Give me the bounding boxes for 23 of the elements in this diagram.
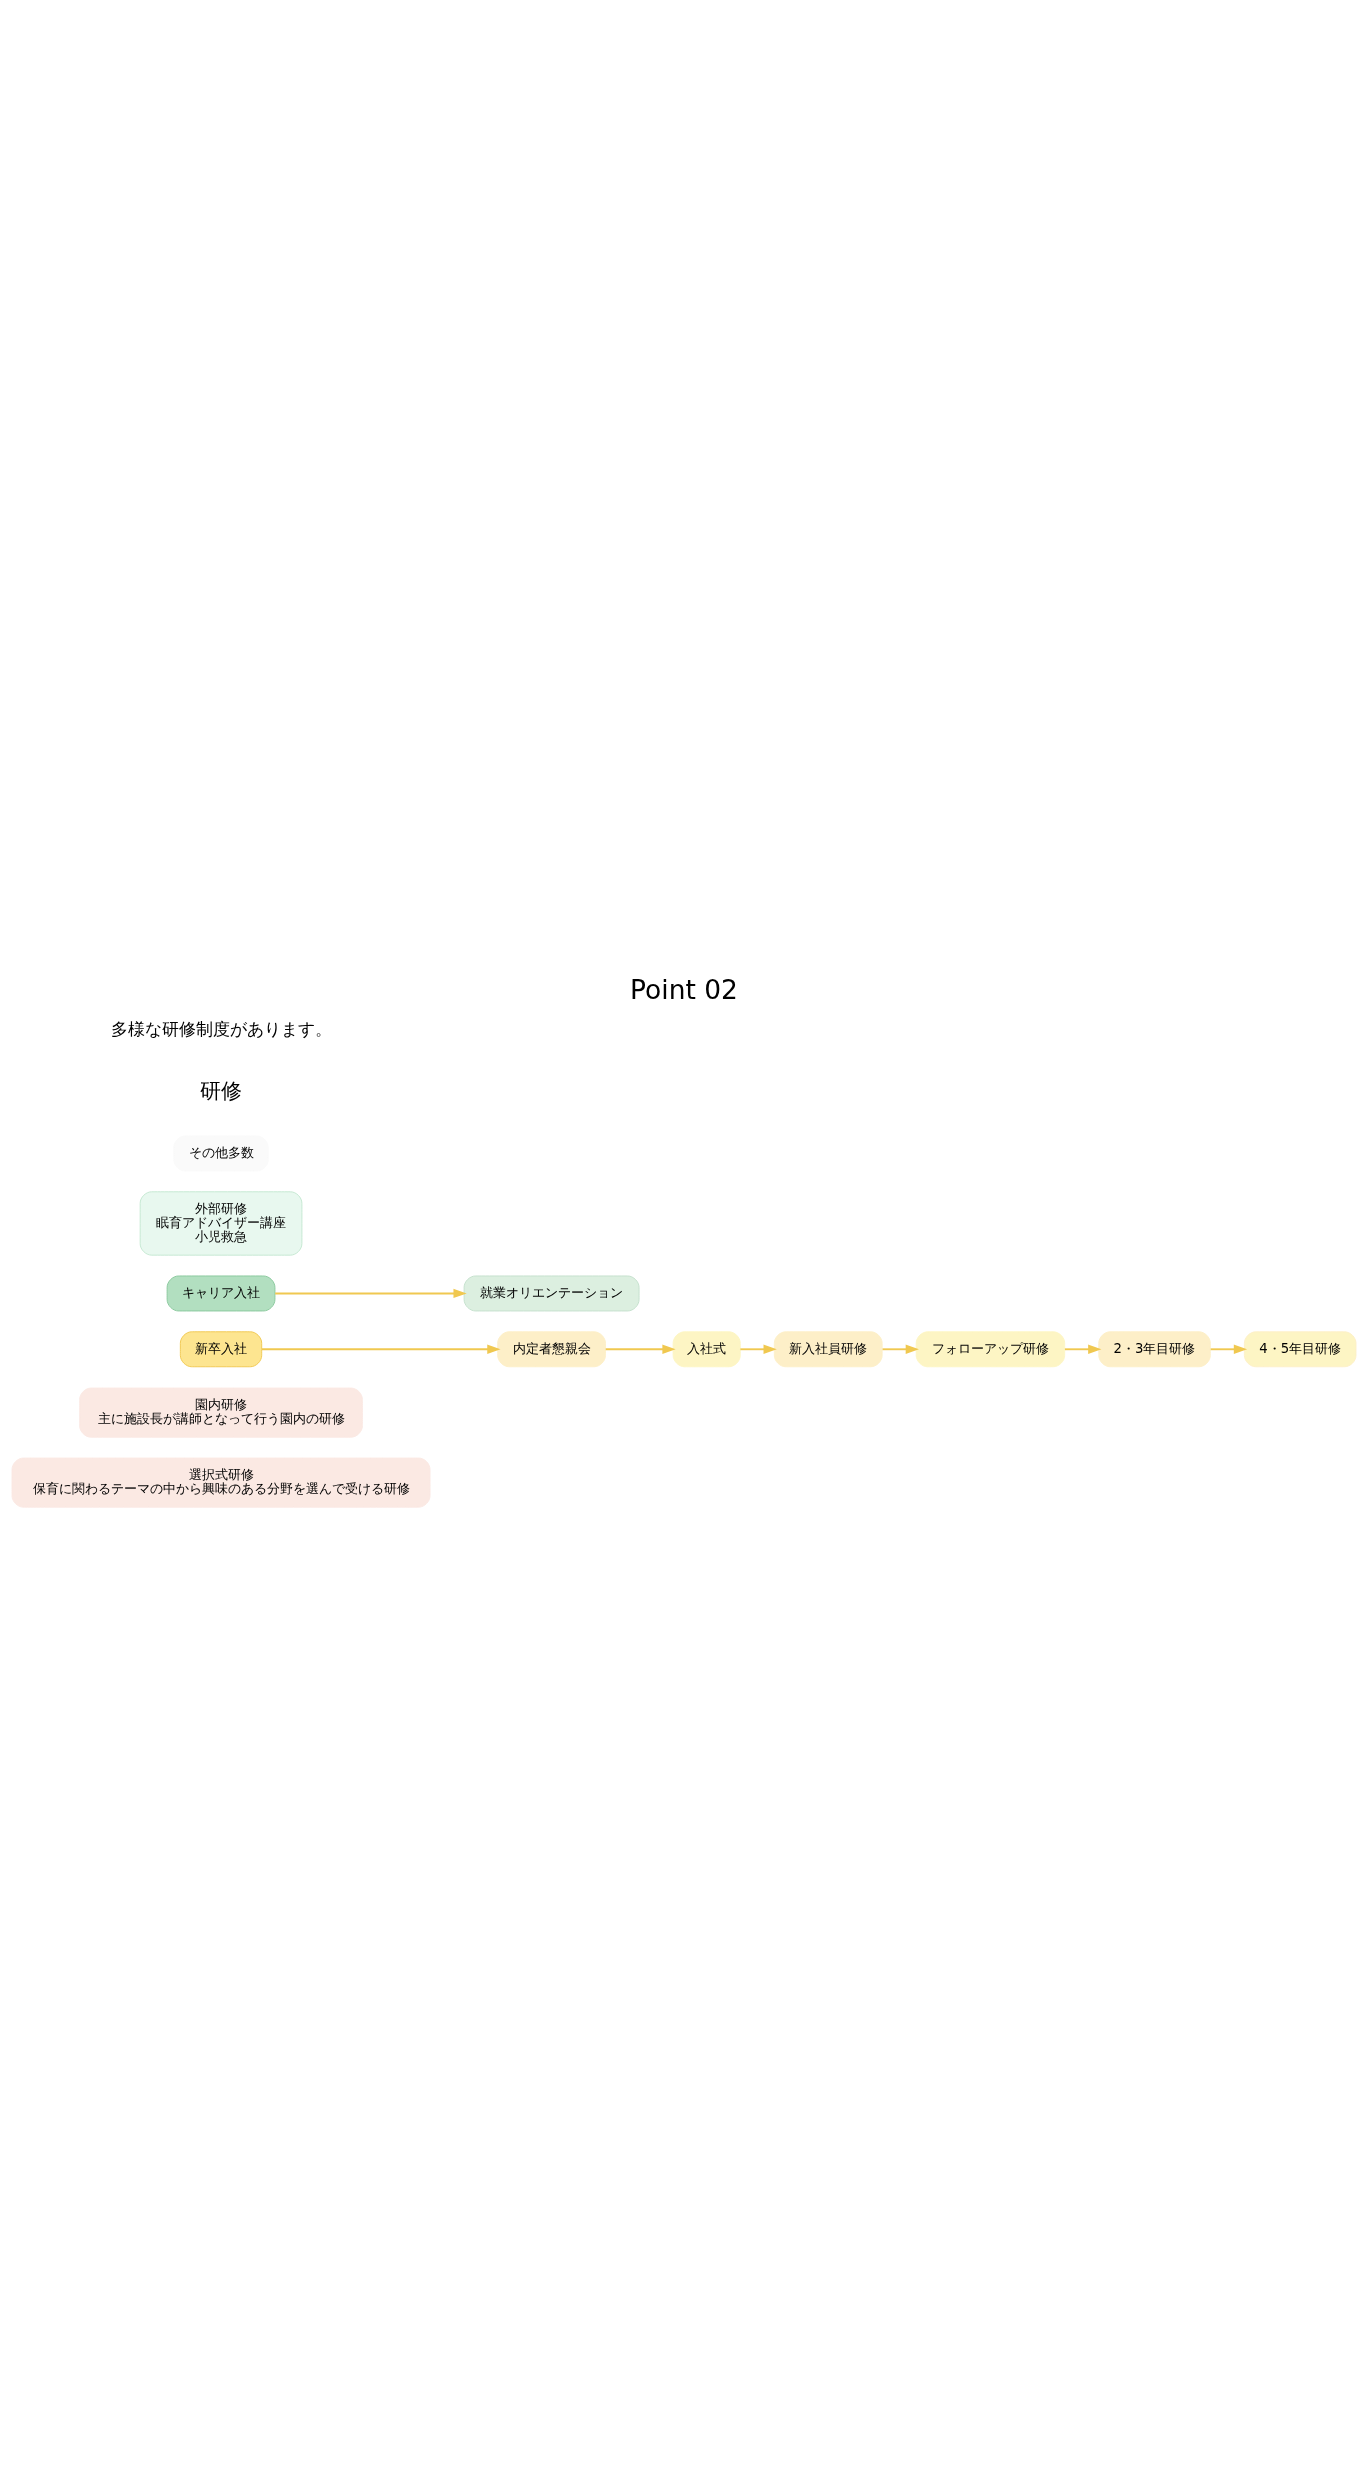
node-box: 2・3年目研修 [1098,1330,1211,1367]
node-box: 入社式 [672,1330,741,1367]
node-box: フォローアップ研修 [915,1330,1066,1367]
arrow [274,1288,467,1298]
arrow [604,1344,676,1354]
arrow [739,1344,777,1354]
node-box: 園内研修 主に施設長が講師となって行う園内の研修 [79,1387,363,1438]
node-box: 新卒入社 [179,1330,263,1367]
node-box: 内定者懇親会 [497,1330,606,1367]
arrow [261,1344,501,1354]
node-box: 選択式研修 保育に関わるテーマの中から興味のある分野を選んで受ける研修 [11,1457,431,1508]
arrow [1209,1344,1248,1354]
node-box: 外部研修 眠育アドバイザー講座 小児救急 [139,1190,303,1256]
diagram-title: Point 02 [630,973,738,1005]
node-box: 就業オリエンテーション [463,1275,640,1311]
arrow [881,1344,919,1354]
label: 研修 [200,1078,243,1103]
node-box: 4・5年目研修 [1243,1330,1357,1367]
node-box: キャリア入社 [166,1275,276,1311]
label: 多様な研修制度があります。 [110,1018,332,1039]
arrow [1063,1344,1102,1354]
node-text: その他多数 [188,1144,254,1160]
node-box: 新入社員研修 [773,1330,883,1367]
